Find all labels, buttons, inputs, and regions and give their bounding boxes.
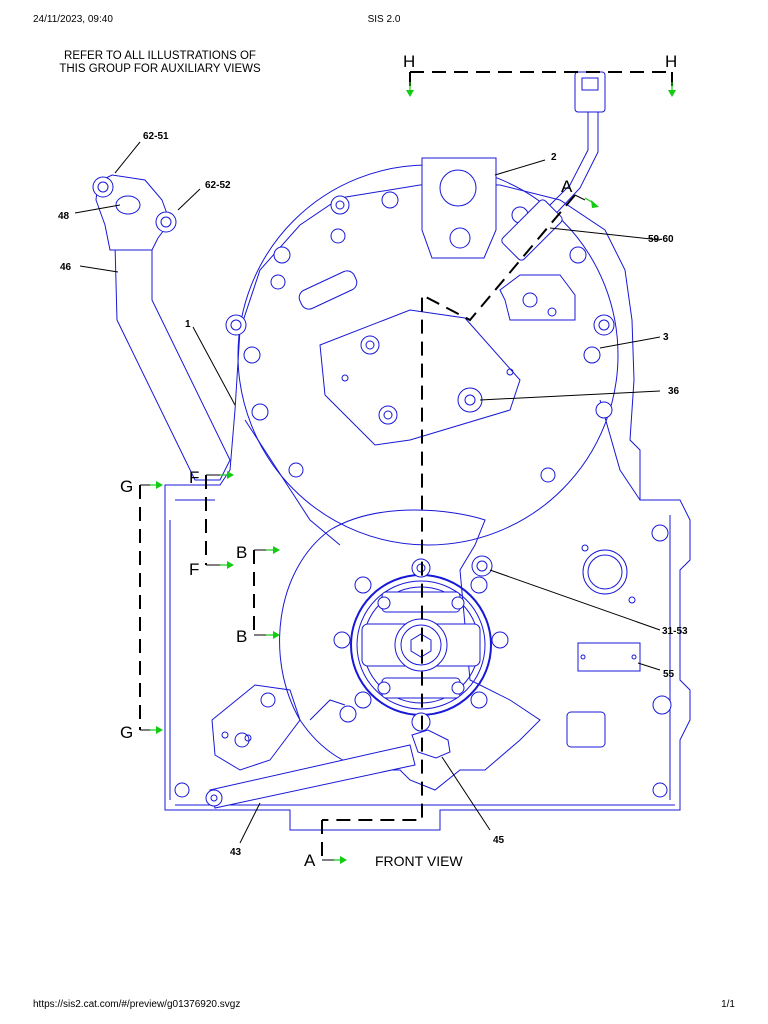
linkage-arm-43 [209,744,416,809]
hub-bolt-bot-right [451,681,465,695]
callout-43: 43 [230,847,242,858]
harness-wire [539,110,589,216]
callout-48: 48 [58,211,70,222]
print-datetime: 24/11/2023, 09:40 [33,14,113,25]
view-letter-a-bottom: A [304,851,316,870]
upper-bracket-plate [319,309,521,446]
view-letter-h-right: H [665,52,677,71]
print-url: https://sis2.cat.com/#/preview/g01376920… [33,999,241,1010]
bracket-bolt-1 [360,335,380,355]
hub-ring [356,580,486,710]
print-title: SIS 2.0 [367,14,401,25]
note-line-2: THIS GROUP FOR AUXILIARY VIEWS [59,63,261,75]
bracket-bolt-2-inner [383,410,393,420]
housing-slot-top [298,270,358,310]
view-letter-f-top: F [189,468,199,487]
section-lines [139,71,673,860]
view-letter-b-bottom: B [236,627,247,646]
linkage-arm-pin [205,789,223,807]
callout-2: 2 [551,152,557,163]
lower-left-bracket-hole [244,734,252,742]
callout-3: 3 [663,332,669,343]
callout-62-51: 62-51 [143,131,169,142]
view-arrows [150,82,676,864]
callout-59-60: 59-60 [648,234,674,245]
tube-bolt-62-51 [92,176,114,198]
view-title: FRONT VIEW [375,853,463,869]
port-plug [582,549,628,595]
plate-rivet-right [631,654,637,660]
sensor-bracket [499,274,576,321]
view-letter-a-top: A [561,177,573,196]
tube-oring-48 [115,195,141,215]
callout-62-52: 62-52 [205,180,231,191]
bracket-nut-36 [457,387,483,413]
hub-bolt-top-left [377,596,391,610]
housing-inner-edge [169,499,675,806]
callout-36: 36 [668,386,680,397]
hub-spline-inner [400,624,442,666]
bracket-small-hole-2 [506,368,514,376]
plate-rivet-left [580,654,586,660]
auxiliary-views-note: REFER TO ALL ILLUSTRATIONS OF THIS GROUP… [40,50,280,76]
harness-wire-2 [547,110,599,223]
hub-bolt-top-right [451,596,465,610]
leader-lines [74,141,661,844]
sensor-body-59-60 [501,199,563,261]
hub-bolt-bot-left [377,681,391,695]
callout-45: 45 [493,835,505,846]
id-plate-55 [577,642,641,672]
bracket-small-hole-1 [341,374,349,382]
callout-55: 55 [663,669,675,680]
perimeter-bolts [174,191,672,798]
note-line-1: REFER TO ALL ILLUSTRATIONS OF [64,50,256,62]
harness-connector-latch [581,77,599,91]
view-letter-b-top: B [236,543,247,562]
bracket-bolt-1-inner [365,340,375,350]
oil-tube-elbow [95,174,171,251]
housing-pocket-right [566,711,606,748]
sensor-bracket-hole-2 [547,307,557,317]
tube-bolt-62-51-inner [97,181,109,193]
print-page-number: 1/1 [721,999,735,1010]
lifting-eye-hole [439,169,477,207]
sensor-bracket-hole [522,292,538,308]
view-letter-g-bottom: G [120,723,133,742]
gear-cover-lower-left [244,419,341,546]
lower-left-bracket [211,684,301,771]
view-letter-f-bottom: F [189,560,199,579]
small-hole-right-1 [581,544,589,552]
callout-31-53: 31-53 [662,626,688,637]
bracket-nut-36-inner [464,394,476,406]
small-hole-right-2 [628,596,636,604]
tube-bolt-62-52 [155,211,177,233]
speed-sensor-45 [411,729,451,759]
callout-46: 46 [60,262,72,273]
view-letter-h-left: H [403,52,415,71]
bracket-bolt-2 [378,405,398,425]
callout-1: 1 [185,319,191,330]
linkage-arm-pin-inner [210,794,218,802]
oil-tube-46 [114,244,231,481]
gear-cover-lower-right [599,399,641,501]
tube-bolt-62-52-inner [160,216,172,228]
view-letter-g-top: G [120,477,133,496]
lower-left-bracket-hole-2 [221,731,229,739]
lower-disc-notch [309,699,346,721]
lifting-eye-bolt [449,227,471,249]
lower-disc-cover [279,509,541,791]
hub-flange-bolts [333,555,509,732]
port-plug-inner [587,554,623,590]
housing-outline [164,184,691,831]
